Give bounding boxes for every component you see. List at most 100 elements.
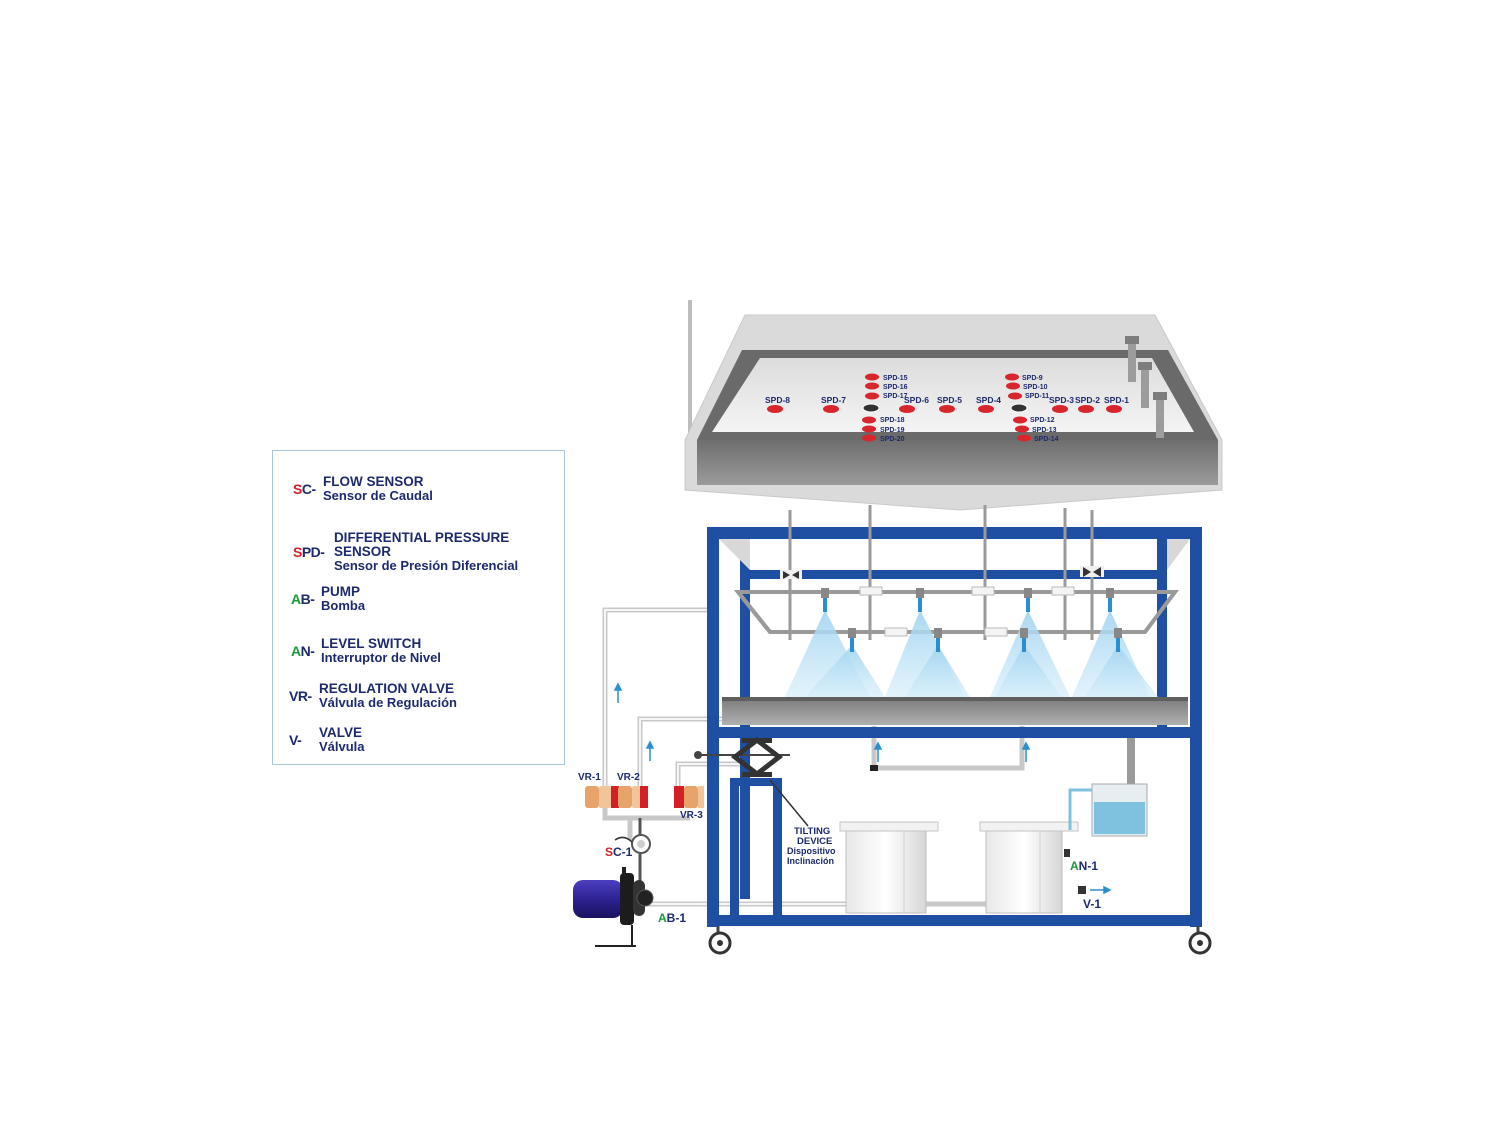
sensor-row: SPD-8 SPD-7 SPD-6 SPD-5 SPD-4 SPD-3 SPD-…: [765, 395, 1129, 413]
legend-label-es: Sensor de Caudal: [323, 488, 433, 503]
sensor-label: SPD-11: [1025, 393, 1049, 400]
legend-code: AN-: [291, 643, 321, 659]
sensor-label: SPD-6: [904, 395, 929, 405]
sensor-label: SPD-8: [765, 395, 790, 405]
sensor-dot: [767, 405, 783, 413]
legend-label-en: DIFFERENTIAL PRESSURE SENSOR: [333, 530, 510, 559]
blue-frame: [707, 527, 1202, 927]
magnified-tray: SPD-8 SPD-7 SPD-6 SPD-5 SPD-4 SPD-3 SPD-…: [684, 300, 1223, 511]
sensor-label: SPD-13: [1032, 427, 1057, 434]
sensor-dot: [939, 405, 955, 413]
sensor-dot: [978, 405, 994, 413]
label-sc1: SC-1: [605, 845, 633, 859]
label-sc1-rest: C-1: [613, 845, 633, 859]
sensor-column-right: SPD-9 SPD-10 SPD-11 SPD-12 SPD-13 SPD-14: [1005, 373, 1059, 443]
legend-code-rest: V-: [289, 732, 302, 748]
label-vr1: VR-1: [578, 772, 601, 783]
legend-code: SC-: [293, 481, 323, 497]
sensor-label: SPD-14: [1034, 436, 1059, 443]
legend-code-rest: B-: [300, 591, 315, 607]
reservoir-box: [1068, 738, 1148, 837]
sensor-label: SPD-2: [1075, 395, 1100, 405]
sensor-label: SPD-10: [1023, 384, 1048, 391]
legend-code-lead: A: [291, 591, 301, 607]
regulation-valve-vr3: [674, 786, 704, 808]
legend-label-en: LEVEL SWITCH: [321, 636, 422, 651]
sensor-label: SPD-3: [1049, 395, 1074, 405]
legend-label-es: Bomba: [321, 598, 366, 613]
label-an1-rest: N-1: [1079, 859, 1099, 873]
sensor-label: SPD-4: [976, 395, 1001, 405]
legend-code-lead: S: [293, 544, 302, 560]
legend-code-rest: PD-: [301, 544, 325, 560]
label-ab1-rest: B-1: [667, 911, 687, 925]
label-ab1-lead: A: [658, 911, 667, 925]
legend-label-es: Válvula: [319, 739, 365, 754]
label-an1-lead: A: [1070, 859, 1079, 873]
flow-arrows: [613, 682, 1112, 895]
sensor-label: SPD-5: [937, 395, 962, 405]
label-sc1-lead: S: [605, 845, 613, 859]
legend-code-lead: A: [291, 643, 301, 659]
tank-right: [979, 821, 1079, 914]
test-tray: [722, 697, 1188, 725]
regulation-valve-vr1: [585, 786, 619, 808]
legend-code: VR-: [289, 688, 319, 704]
tilting-label-es-1: Dispositivo: [787, 846, 836, 856]
legend-code: SPD-: [293, 544, 334, 560]
spray-cones: [785, 610, 1158, 697]
regulation-valve-vr2: [618, 786, 648, 808]
caster-wheels: [708, 926, 1212, 955]
sensor-dot: [823, 405, 839, 413]
sensor-label: SPD-19: [880, 427, 905, 434]
sensor-label: SPD-20: [880, 436, 905, 443]
sensor-label: SPD-9: [1022, 375, 1043, 382]
tilting-device: [694, 736, 809, 827]
legend-code: V-: [289, 732, 319, 748]
legend-label-en: REGULATION VALVE: [319, 681, 454, 696]
legend-label-en: PUMP: [321, 584, 361, 599]
sensor-column-left: SPD-15 SPD-16 SPD-17 SPD-18 SPD-19 SPD-2…: [862, 373, 908, 443]
sensor-label: SPD-1: [1104, 395, 1129, 405]
tilting-label-en-2: DEVICE: [797, 836, 832, 847]
tray-posts: [1125, 336, 1167, 438]
legend-code-rest: N-: [300, 643, 315, 659]
sensor-label: SPD-16: [883, 384, 908, 391]
label-v1: V-1: [1083, 897, 1101, 911]
tilting-label-en-1: TILTING: [794, 826, 830, 837]
sensor-label: SPD-15: [883, 375, 908, 382]
label-an1: AN-1: [1070, 859, 1098, 873]
legend-code-lead: S: [293, 481, 302, 497]
sensor-dot: [1106, 405, 1122, 413]
sensor-label: SPD-18: [880, 417, 905, 424]
pump: [573, 867, 654, 947]
legend-label-es: Interruptor de Nivel: [321, 650, 441, 665]
tilting-label-es-2: Inclinación: [787, 856, 834, 866]
legend-label-en: FLOW SENSOR: [323, 474, 424, 489]
legend-code-rest: VR-: [289, 688, 312, 704]
legend-code-rest: C-: [301, 481, 316, 497]
sensor-label: SPD-17: [883, 393, 908, 400]
sensor-dot: [1078, 405, 1094, 413]
tank-left: [839, 821, 939, 914]
label-ab1: AB-1: [658, 911, 686, 925]
legend-code: AB-: [291, 591, 321, 607]
legend-label-es: Sensor de Presión Diferencial: [333, 558, 519, 573]
sensor-label: SPD-7: [821, 395, 846, 405]
legend-label-es: Válvula de Regulación: [319, 695, 457, 710]
spray-nozzles: [821, 588, 1122, 652]
legend-label-en: VALVE: [319, 725, 363, 740]
label-vr3: VR-3: [680, 810, 703, 821]
sensor-dot: [1052, 405, 1068, 413]
label-vr2: VR-2: [617, 772, 640, 783]
sensor-label: SPD-12: [1030, 417, 1055, 424]
sensor-dot: [899, 405, 915, 413]
